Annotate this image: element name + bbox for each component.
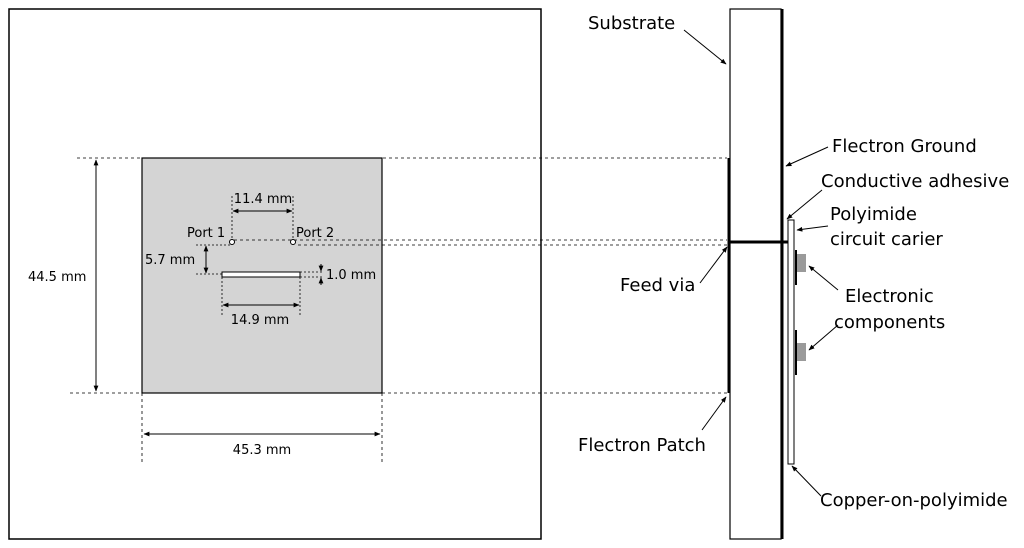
patch-height-label: 44.5 mm: [28, 270, 86, 285]
flectron-ground-leader: [785, 146, 829, 167]
polyimide-carrier: [787, 219, 795, 465]
port-1-marker: [229, 239, 235, 245]
polyimide-label-line2: circuit carier: [830, 229, 943, 250]
port-1-label: Port 1: [187, 226, 225, 241]
side-view: Substrate Flectron Ground Conductive adh…: [578, 8, 1009, 540]
port-2-label: Port 2: [296, 226, 334, 241]
electronic-components-label-line2: components: [834, 312, 945, 333]
substrate-leader: [683, 29, 727, 65]
feed-via-label: Feed via: [620, 275, 695, 296]
copper-on-polyimide-leader: [791, 465, 822, 497]
electronic-component-upper: [797, 254, 806, 272]
conductive-adhesive-leader: [786, 189, 823, 220]
flectron-patch-label: Flectron Patch: [578, 435, 706, 456]
top-view: 11.4 mm Port 1 Port 2 5.7 mm 1.0 mm 14.9…: [8, 8, 727, 540]
patch-width-label: 45.3 mm: [233, 443, 291, 458]
electronic-components-leader-lower: [808, 324, 839, 351]
electronic-component-lower: [797, 343, 806, 361]
patch: [141, 157, 383, 394]
slot: [221, 271, 301, 278]
flectron-patch-leader: [701, 396, 727, 431]
ground-plane-outline: [8, 8, 542, 540]
conductive-adhesive-label: Conductive adhesive: [821, 171, 1009, 192]
slot-width-label: 1.0 mm: [326, 268, 376, 283]
port-2-marker: [290, 239, 296, 245]
substrate: [729, 8, 782, 540]
slot-offset-label: 5.7 mm: [145, 253, 195, 268]
polyimide-leader: [796, 225, 829, 232]
slot-length-label: 14.9 mm: [231, 313, 289, 328]
copper-on-polyimide-label: Copper-on-polyimide: [820, 490, 1008, 511]
electronic-components-label-line1: Electronic: [845, 286, 934, 307]
flectron-ground-label: Flectron Ground: [832, 136, 977, 157]
port-spacing-label: 11.4 mm: [234, 192, 292, 207]
electronic-components-leader-upper: [808, 265, 839, 291]
polyimide-label-line1: Polyimide: [830, 204, 917, 225]
feed-via-leader: [699, 246, 728, 284]
substrate-label: Substrate: [588, 13, 675, 34]
